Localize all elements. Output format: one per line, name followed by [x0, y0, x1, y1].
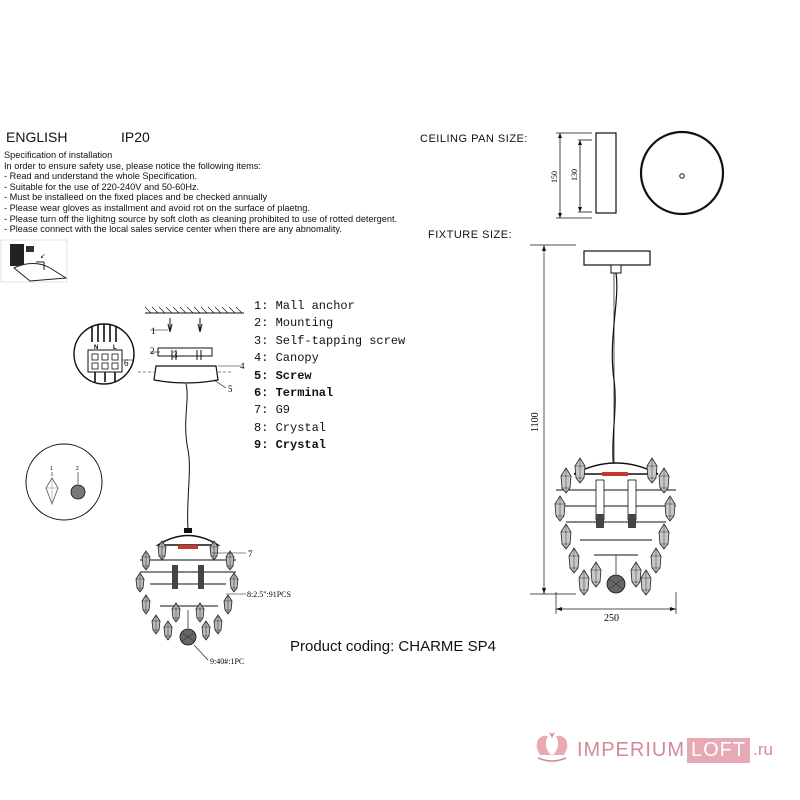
spec-line: - Must be installeed on the fixed places… — [4, 192, 268, 203]
fixture-width: 250 — [604, 613, 619, 624]
legend-item: 8: Crystal — [254, 420, 327, 435]
terminal-l-label: L — [113, 345, 117, 351]
svg-text:↙: ↙ — [40, 253, 46, 260]
callout-1: 1 — [151, 326, 156, 336]
ip-rating: IP20 — [121, 129, 150, 145]
legend-item: 9: Crystal — [254, 438, 327, 453]
product-coding: Product coding: CHARME SP4 — [290, 638, 496, 655]
callout-9: 9:40#:1PC — [210, 657, 244, 666]
spec-line: - Please turn off the lighitng source by… — [4, 213, 398, 224]
legend-item: 4: Canopy — [254, 351, 319, 366]
callout-2: 2 — [150, 346, 155, 356]
detail-label-a: 1 — [50, 466, 53, 472]
callout-5: 5 — [228, 384, 233, 394]
callout-6: 6 — [124, 358, 129, 368]
spec-title: Specification of installation — [4, 150, 113, 160]
dim-outer: 150 — [550, 171, 559, 183]
watermark: IMPERIUM LOFT .ru — [571, 732, 773, 768]
legend-item: 6: Terminal — [254, 386, 334, 401]
legend-item: 7: G9 — [254, 403, 291, 418]
callout-7: 7 — [248, 549, 253, 559]
spec-line: - Read and understand the whole Specific… — [4, 171, 198, 182]
spec-line: In order to ensure safety use, please no… — [4, 160, 261, 171]
fixture-height: 1100 — [530, 412, 541, 432]
language-label: ENGLISH — [6, 129, 68, 145]
legend-item: 2: Mounting — [254, 316, 334, 331]
parts-legend: 1: Mall anchor 2: Mounting 3: Self-tappi… — [254, 298, 405, 455]
right-fixture-drawing — [530, 244, 677, 614]
spec-line: - Please wear gloves as installment and … — [4, 202, 310, 213]
callout-3: 3 — [173, 350, 178, 360]
spec-line: - Please connect with the local sales se… — [4, 224, 342, 235]
terminal-detail — [73, 323, 135, 385]
terminal-n-label: N — [94, 345, 98, 351]
callout-8: 8:2.5":91PCS — [247, 590, 291, 599]
dim-inner: 130 — [570, 169, 579, 181]
crystal-detail — [25, 443, 103, 521]
specification-block: Specification of installation In order t… — [4, 150, 397, 235]
legend-item: 5: Screw — [254, 368, 312, 383]
hand-install-icon: ↙ — [0, 239, 68, 283]
legend-item: 1: Mall anchor — [254, 299, 355, 313]
watermark-brand: IMPERIUM — [577, 738, 685, 761]
detail-label-b: 2 — [76, 466, 79, 472]
left-fixture-drawing — [135, 528, 246, 661]
imperium-logo-icon — [536, 732, 568, 762]
fixture-size-label: FIXTURE SIZE: — [428, 229, 513, 241]
ceiling-pan-top-view — [639, 130, 725, 216]
watermark-domain: .ru — [753, 740, 773, 759]
ceiling-pan-label: CEILING PAN SIZE: — [420, 133, 528, 145]
ceiling-pan-side-view — [556, 132, 617, 219]
watermark-loft: LOFT — [687, 737, 751, 763]
callout-4: 4 — [240, 361, 245, 371]
legend-item: 3: Self-tapping screw — [254, 333, 406, 348]
spec-line: - Suitable for the use of 220-240V and 5… — [4, 181, 200, 192]
mount-detail — [138, 306, 244, 531]
